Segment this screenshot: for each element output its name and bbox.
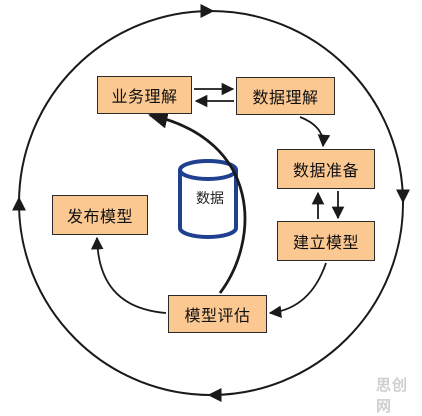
data-preparation-box: 数据准备 bbox=[277, 149, 375, 189]
arrow-modeling-to-evaluation bbox=[268, 262, 327, 319]
database-label: 数据 bbox=[196, 191, 224, 207]
database-cylinder bbox=[178, 159, 238, 239]
data-understanding-label: 数据理解 bbox=[252, 88, 319, 107]
crisp-dm-diagram bbox=[12, 4, 410, 402]
data-preparation-label: 数据准备 bbox=[292, 161, 359, 180]
evaluation-box: 模型评估 bbox=[168, 295, 267, 333]
business-understanding-box: 业务理解 bbox=[97, 76, 192, 114]
business-understanding-label: 业务理解 bbox=[111, 87, 178, 106]
data-understanding-box: 数据理解 bbox=[236, 77, 335, 115]
arrow-evaluation-to-business bbox=[148, 109, 247, 294]
watermark: 思创网 bbox=[376, 376, 409, 415]
deployment-box: 发布模型 bbox=[52, 195, 148, 235]
deployment-label: 发布模型 bbox=[66, 207, 133, 226]
arrow-evaluation-to-deploy bbox=[90, 236, 167, 314]
evaluation-label: 模型评估 bbox=[184, 306, 251, 325]
modeling-box: 建立模型 bbox=[277, 221, 375, 261]
modeling-label: 建立模型 bbox=[292, 233, 359, 252]
arrow-data-to-prep bbox=[299, 116, 331, 148]
